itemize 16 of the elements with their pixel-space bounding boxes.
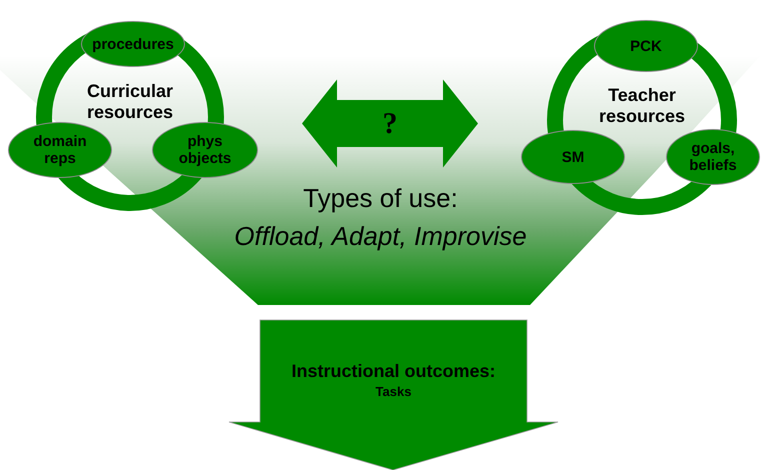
ring-title: Teacher resources (598, 85, 686, 127)
node-label: goals, beliefs (688, 140, 738, 174)
ellipse-node (594, 20, 698, 72)
node-label: SM (560, 148, 586, 166)
double-arrow (302, 80, 478, 168)
ellipse-node (81, 21, 185, 67)
funnel-heading: Types of use: (302, 183, 459, 213)
node-label: domain reps (32, 133, 88, 167)
outcome-heading: Instructional outcomes: (290, 360, 497, 382)
node-label: phys objects (178, 133, 232, 167)
node-label: PCK (629, 38, 663, 54)
ring-title: Curricular resources (86, 81, 174, 123)
outcome-subtext: Tasks (374, 383, 412, 400)
funnel-subtext: Offload, Adapt, Improvise (233, 221, 528, 251)
edge-label: ? (382, 108, 398, 140)
node-label: procedures (91, 36, 175, 52)
